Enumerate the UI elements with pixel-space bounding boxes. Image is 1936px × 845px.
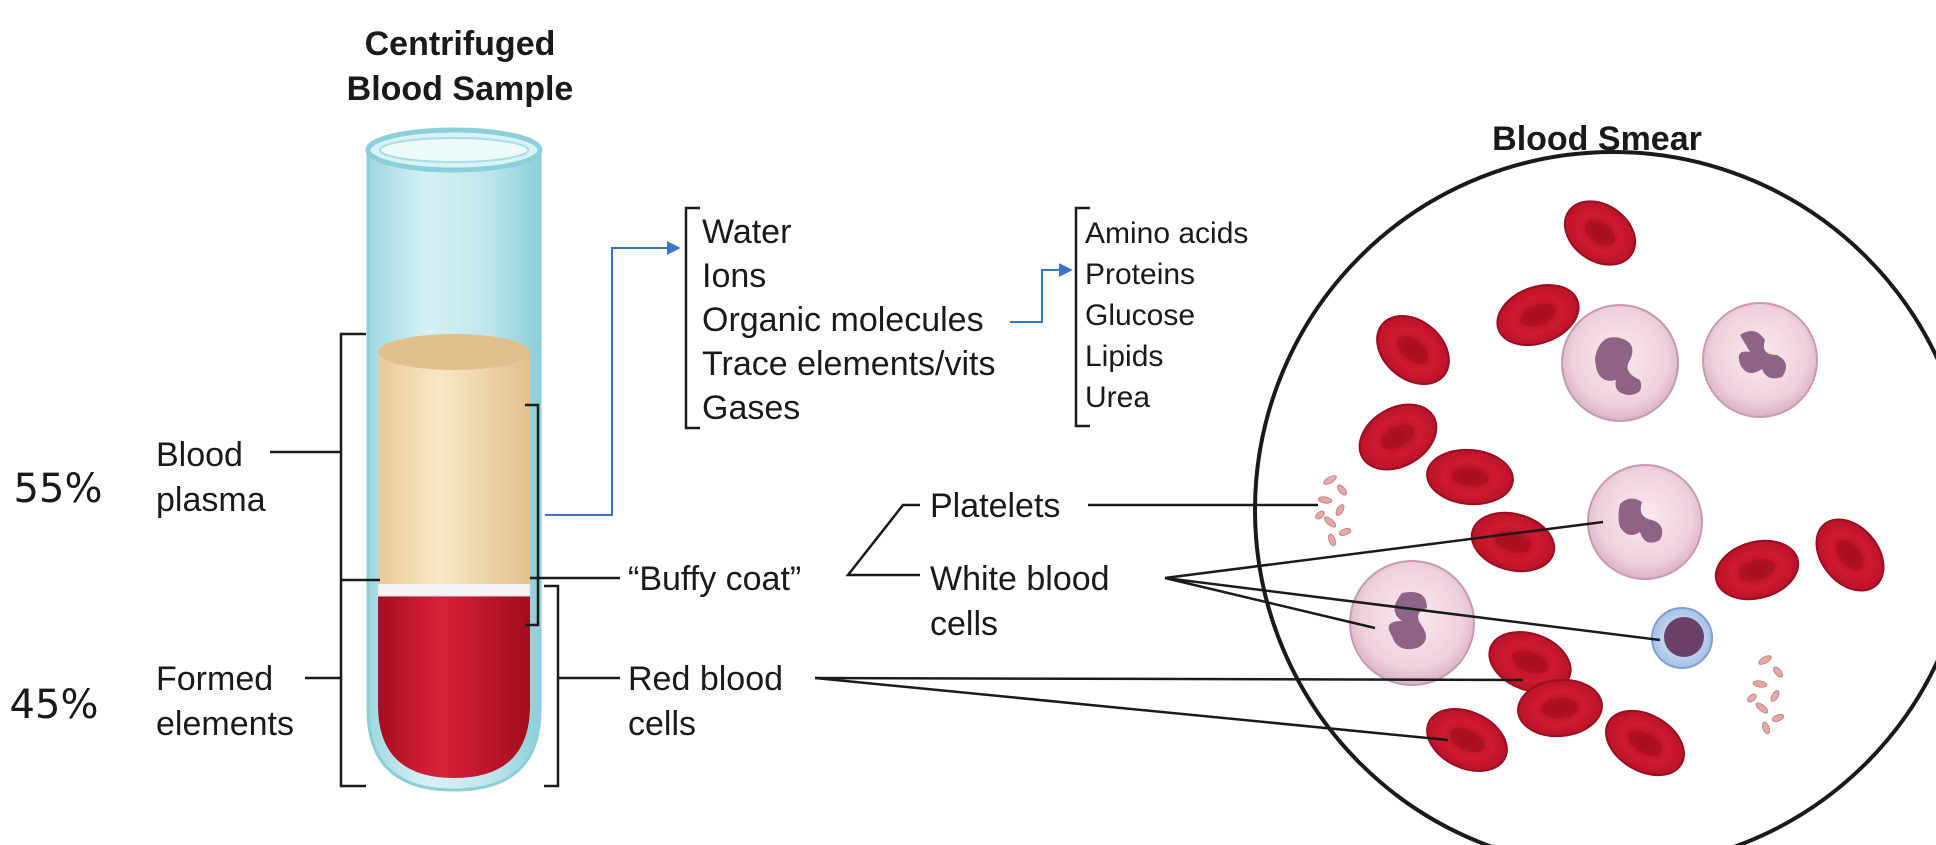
plasma-component-item: Water bbox=[702, 213, 791, 251]
plasma-component-item: Trace elements/vits bbox=[702, 345, 996, 383]
rbc bbox=[1496, 284, 1580, 346]
smear-leader-lines bbox=[814, 503, 1661, 742]
red-cell-layer bbox=[378, 595, 530, 778]
left-brackets bbox=[270, 332, 380, 788]
tube-title-line2: Blood Sample bbox=[347, 70, 574, 108]
plasma-components-list: Water Ions Organic molecules Trace eleme… bbox=[702, 213, 996, 427]
rbc-label-1: Red blood bbox=[628, 660, 783, 698]
plasma-components-bracket bbox=[684, 206, 700, 430]
organic-molecule-item: Amino acids bbox=[1085, 217, 1248, 250]
organic-molecules-arrow bbox=[1010, 263, 1073, 323]
blood-plasma-label-2: plasma bbox=[156, 481, 266, 519]
wbc-label-2: cells bbox=[930, 605, 998, 643]
plasma-component-item: Ions bbox=[702, 257, 766, 295]
organic-molecule-item: Glucose bbox=[1085, 299, 1195, 332]
wbc-label-1: White blood bbox=[930, 560, 1110, 598]
red-blood-cells bbox=[1358, 200, 1885, 777]
rbc bbox=[1517, 678, 1603, 738]
formed-percentage: 45% bbox=[10, 682, 99, 728]
platelet-cluster bbox=[1747, 655, 1785, 735]
rbc bbox=[1426, 708, 1508, 772]
rbc bbox=[1376, 315, 1450, 385]
tube-title-line1: Centrifuged bbox=[365, 25, 556, 63]
organic-molecule-item: Lipids bbox=[1085, 340, 1163, 373]
wbc-neutrophil bbox=[1702, 302, 1818, 418]
formed-elements-label-1: Formed bbox=[156, 660, 273, 698]
white-blood-cells bbox=[1349, 302, 1818, 686]
wbc-leader bbox=[1164, 576, 1661, 642]
wbc-lymphocyte bbox=[1651, 607, 1713, 669]
rbc bbox=[1470, 511, 1556, 573]
rbc bbox=[1714, 539, 1800, 601]
buffy-coat-connectors bbox=[845, 503, 920, 577]
rbc bbox=[1358, 403, 1438, 471]
test-tube bbox=[365, 127, 543, 792]
organic-molecules-bracket bbox=[1074, 206, 1090, 428]
rbc-label-2: cells bbox=[628, 705, 696, 743]
organic-molecule-item: Proteins bbox=[1085, 258, 1195, 291]
blood-smear bbox=[1253, 150, 1936, 845]
rbc-leader bbox=[814, 676, 1449, 742]
platelets-label: Platelets bbox=[930, 487, 1060, 525]
plasma-percentage: 55% bbox=[14, 466, 103, 512]
rbc bbox=[1426, 448, 1514, 506]
rbc bbox=[1488, 631, 1572, 693]
rbc bbox=[1815, 518, 1885, 592]
rbc bbox=[1605, 709, 1685, 777]
buffy-coat-label: “Buffy coat” bbox=[628, 560, 801, 598]
wbc-neutrophil bbox=[1561, 304, 1679, 422]
buffy-coat-layer bbox=[377, 582, 531, 597]
plasma-layer bbox=[378, 334, 530, 584]
plasma-component-item: Gases bbox=[702, 389, 800, 427]
blood-plasma-label-1: Blood bbox=[156, 436, 243, 474]
rbc-leader bbox=[814, 676, 1524, 682]
right-brackets bbox=[525, 403, 620, 788]
formed-elements-label-2: elements bbox=[156, 705, 294, 743]
organic-molecules-list: Amino acids Proteins Glucose Lipids Urea bbox=[1085, 217, 1248, 414]
wbc-leader bbox=[1164, 576, 1376, 630]
rbc bbox=[1563, 200, 1637, 266]
plasma-component-item: Organic molecules bbox=[702, 301, 984, 339]
wbc-leader bbox=[1164, 520, 1604, 580]
organic-molecule-item: Urea bbox=[1085, 381, 1150, 414]
wbc-neutrophil bbox=[1587, 464, 1703, 580]
platelet-cluster bbox=[1315, 475, 1352, 547]
plasma-arrow bbox=[545, 241, 681, 516]
wbc-neutrophil bbox=[1349, 560, 1475, 686]
